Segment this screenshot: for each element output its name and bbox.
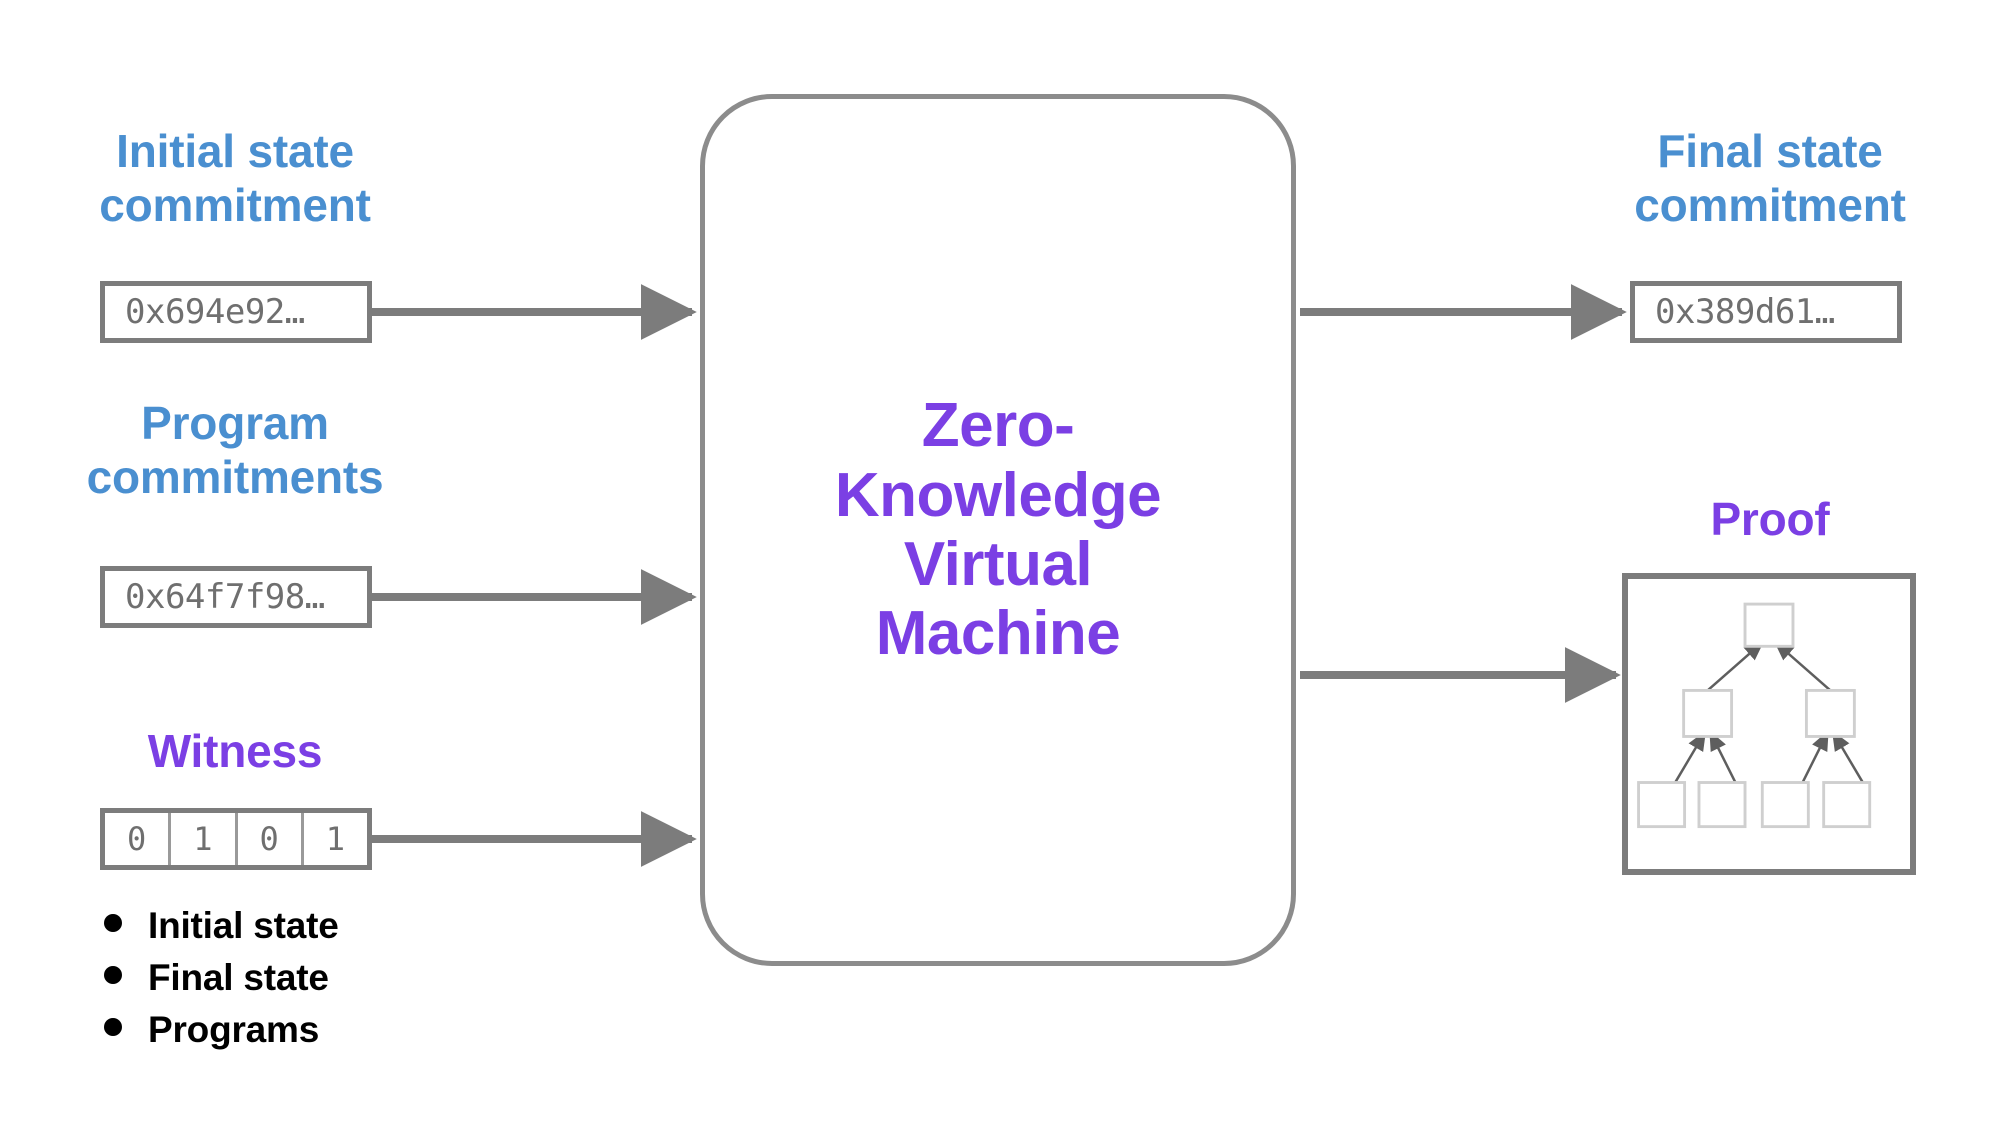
bullet-icon — [104, 914, 122, 932]
list-item-label: Programs — [148, 1009, 320, 1050]
witness-cell[interactable]: 0 — [238, 813, 304, 865]
initial-state-label: Initial state commitment — [99, 125, 371, 231]
program-commitment-box[interactable]: 0x64f7f98… — [100, 566, 372, 628]
final-state-commitment-box[interactable]: 0x389d61… — [1630, 281, 1902, 343]
witness-cell[interactable]: 1 — [171, 813, 238, 865]
witness-cell[interactable]: 0 — [105, 813, 172, 865]
initial-state-commitment-value: 0x694e92… — [125, 292, 305, 332]
zkvm-title: Zero- Knowledge Virtual Machine — [834, 391, 1162, 669]
program-commitments-label: Program commitments — [86, 397, 384, 503]
witness-label: Witness — [147, 725, 323, 777]
list-item-label: Final state — [148, 957, 329, 998]
list-item: Programs — [104, 1009, 524, 1061]
merkle-tree-icon — [1637, 602, 1872, 829]
final-state-label: Final state commitment — [1634, 125, 1906, 231]
zkvm-box[interactable]: Zero- Knowledge Virtual Machine — [700, 94, 1296, 966]
final-state-commitment-value: 0x389d61… — [1655, 292, 1835, 332]
witness-contents-list: Initial state Final state Programs — [104, 905, 524, 1061]
bullet-icon — [104, 966, 122, 984]
list-item-label: Initial state — [148, 905, 339, 946]
witness-strip[interactable]: 0 1 0 1 — [100, 808, 372, 870]
program-commitment-value: 0x64f7f98… — [125, 577, 325, 617]
list-item: Final state — [104, 957, 524, 1009]
proof-label: Proof — [1710, 493, 1830, 545]
witness-cell[interactable]: 1 — [325, 820, 345, 858]
initial-state-commitment-box[interactable]: 0x694e92… — [100, 281, 372, 343]
proof-box[interactable] — [1622, 573, 1916, 875]
list-item: Initial state — [104, 905, 524, 957]
bullet-icon — [104, 1018, 122, 1036]
